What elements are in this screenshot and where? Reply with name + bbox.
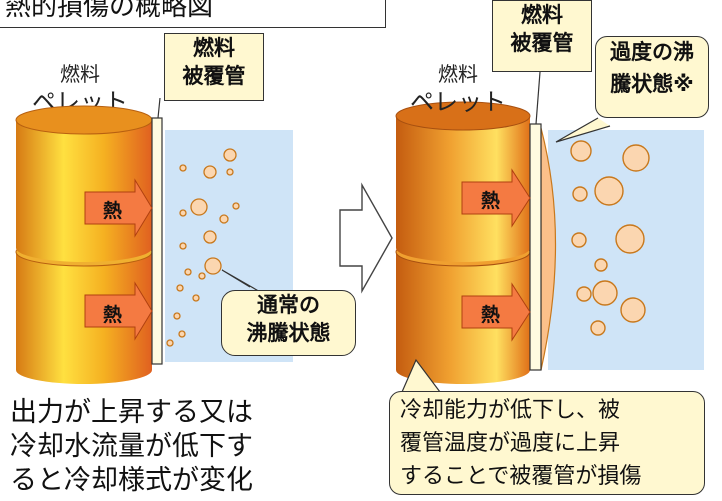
left-pellet-label-line1: 燃料 (60, 62, 100, 86)
left-cladding-pointer (157, 97, 161, 119)
right-cladding (529, 123, 542, 371)
page-title: 熱的損傷の概略図 (5, 0, 214, 22)
right-vapor-film (540, 127, 557, 371)
right-heat-arrow-1 (461, 168, 531, 228)
left-caption: 出力が上昇する又は 冷却水流量が低下す ると冷却様式が変化 (10, 396, 253, 497)
right-caption-line3: することで被覆管が損傷 (400, 464, 642, 489)
left-heat-label-2: 熱 (103, 304, 123, 326)
left-cladding (151, 117, 163, 365)
right-cladding-label-line2: 被覆管 (510, 31, 574, 56)
right-caption-line1: 冷却能力が低下し、被 (400, 398, 621, 423)
right-boiling-label-line2: 騰状態※ (610, 71, 694, 96)
right-cladding-pointer (535, 71, 541, 125)
right-pellet-label-line1: 燃料 (438, 62, 478, 86)
left-caption-line2: 冷却水流量が低下す (10, 430, 253, 462)
left-boiling-callout: 通常の 沸騰状態 (221, 290, 356, 356)
right-caption-line2: 覆管温度が過度に上昇 (400, 431, 621, 456)
left-boiling-pointer (221, 269, 263, 294)
right-pellet-label: 燃料 ペレット (388, 62, 528, 117)
right-pellet-label-line2: ペレット (410, 88, 506, 116)
left-cladding-label-line1: 燃料 (193, 36, 235, 60)
right-bubbles (570, 140, 650, 336)
right-boiling-pointer (555, 117, 611, 143)
left-boiling-label-line1: 通常の (257, 293, 320, 317)
right-cladding-callout: 燃料 被覆管 (492, 0, 592, 72)
left-cladding-callout: 燃料 被覆管 (164, 33, 264, 101)
right-caption-callout: 冷却能力が低下し、被 覆管温度が過度に上昇 することで被覆管が損傷 (389, 391, 705, 495)
left-heat-label-1: 熱 (103, 200, 123, 222)
left-heat-arrow-1 (84, 178, 153, 238)
right-heat-label-1: 熱 (481, 190, 501, 212)
right-boiling-label-line1: 過度の沸 (610, 40, 694, 64)
right-heat-label-2: 熱 (481, 304, 501, 326)
left-heat-arrow-2 (84, 281, 153, 341)
right-heat-arrow-2 (461, 282, 531, 342)
title-box: 熱的損傷の概略図 (0, 0, 386, 28)
left-boiling-label-line2: 沸騰状態 (246, 321, 331, 346)
left-cladding-label-line2: 被覆管 (182, 64, 246, 89)
right-cladding-label-line1: 燃料 (521, 3, 563, 27)
transition-arrow (339, 182, 393, 294)
left-bubbles (166, 148, 240, 347)
left-pellet-upper (15, 105, 153, 262)
left-caption-line1: 出力が上昇する又は (10, 397, 253, 428)
right-boiling-callout: 過度の沸 騰状態※ (595, 36, 709, 118)
left-caption-line3: ると冷却様式が変化 (10, 464, 253, 496)
